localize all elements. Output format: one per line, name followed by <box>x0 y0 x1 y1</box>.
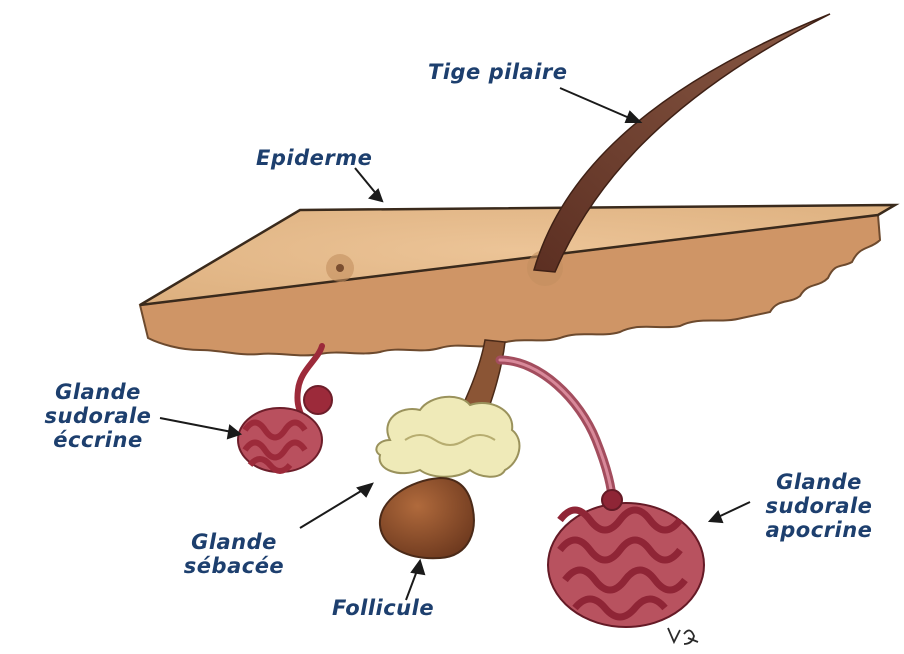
label-line: sudorale <box>38 404 158 428</box>
label-line: apocrine <box>750 518 888 542</box>
follicle-bulb <box>380 478 474 558</box>
label-glande-sudorale-eccrine: Glande sudorale éccrine <box>38 380 158 452</box>
label-tige-pilaire: Tige pilaire <box>428 60 568 84</box>
label-glande-sudorale-apocrine: Glande sudorale apocrine <box>750 470 888 542</box>
pore <box>336 264 344 272</box>
label-follicule: Follicule <box>332 596 434 620</box>
label-line: sébacée <box>172 554 296 578</box>
eccrine-gland <box>238 386 332 472</box>
label-line: Glande <box>750 470 888 494</box>
apocrine-duct <box>500 360 612 500</box>
label-glande-sebacee: Glande sébacée <box>172 530 296 578</box>
label-line: sudorale <box>750 494 888 518</box>
sebaceous-gland <box>376 397 519 477</box>
label-line: Glande <box>172 530 296 554</box>
label-line: éccrine <box>38 428 158 452</box>
label-line: Glande <box>38 380 158 404</box>
label-epiderme: Epiderme <box>256 146 372 170</box>
artist-signature <box>668 628 698 644</box>
apocrine-gland <box>548 490 704 627</box>
